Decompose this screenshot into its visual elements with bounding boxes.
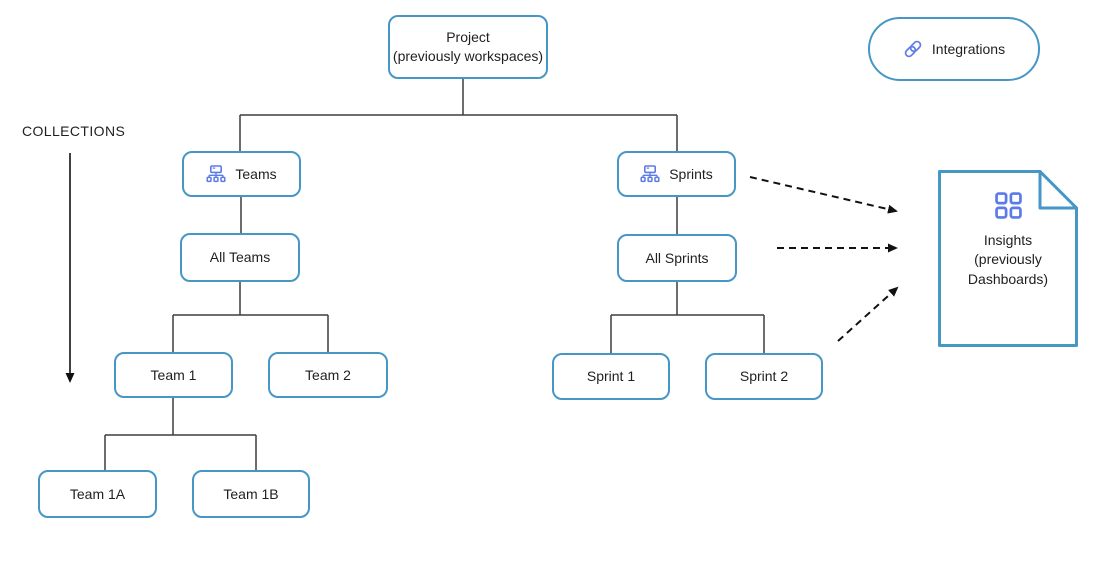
node-sprint-2: Sprint 2 <box>705 353 823 400</box>
collections-label: COLLECTIONS <box>22 123 126 139</box>
node-team-1: Team 1 <box>114 352 233 398</box>
tree-connector-teams <box>172 197 329 352</box>
node-integrations: Integrations <box>868 17 1040 81</box>
document-shape <box>938 170 1078 347</box>
org-chart-icon <box>206 165 226 183</box>
node-insights-document: Insights (previously Dashboards) <box>938 170 1078 347</box>
tree-connector-project <box>239 79 678 151</box>
node-team-2: Team 2 <box>268 352 388 398</box>
node-all-sprints: All Sprints <box>617 234 737 282</box>
tree-connector-sprints <box>610 197 765 353</box>
sprints-label: Sprints <box>669 165 713 182</box>
node-team-1a: Team 1A <box>38 470 157 518</box>
tree-connector-team1 <box>104 398 257 470</box>
insights-label: Insights (previously Dashboards) <box>967 232 1049 287</box>
dashboard-grid-icon <box>994 192 1022 219</box>
node-project: Project (previously workspaces) <box>388 15 548 79</box>
link-icon <box>903 39 923 59</box>
dashed-arrow-sprints-to-insights <box>749 176 898 214</box>
node-sprint-1: Sprint 1 <box>552 353 670 400</box>
node-sprints: Sprints <box>617 151 736 197</box>
node-team-1b: Team 1B <box>192 470 310 518</box>
integrations-label: Integrations <box>931 40 1006 57</box>
teams-label: Teams <box>235 165 277 182</box>
dashed-arrow-sprint2-to-insights <box>837 286 899 342</box>
folded-corner <box>1038 170 1078 210</box>
org-chart-icon <box>640 165 660 183</box>
node-all-teams: All Teams <box>180 233 300 282</box>
node-teams: Teams <box>182 151 301 197</box>
